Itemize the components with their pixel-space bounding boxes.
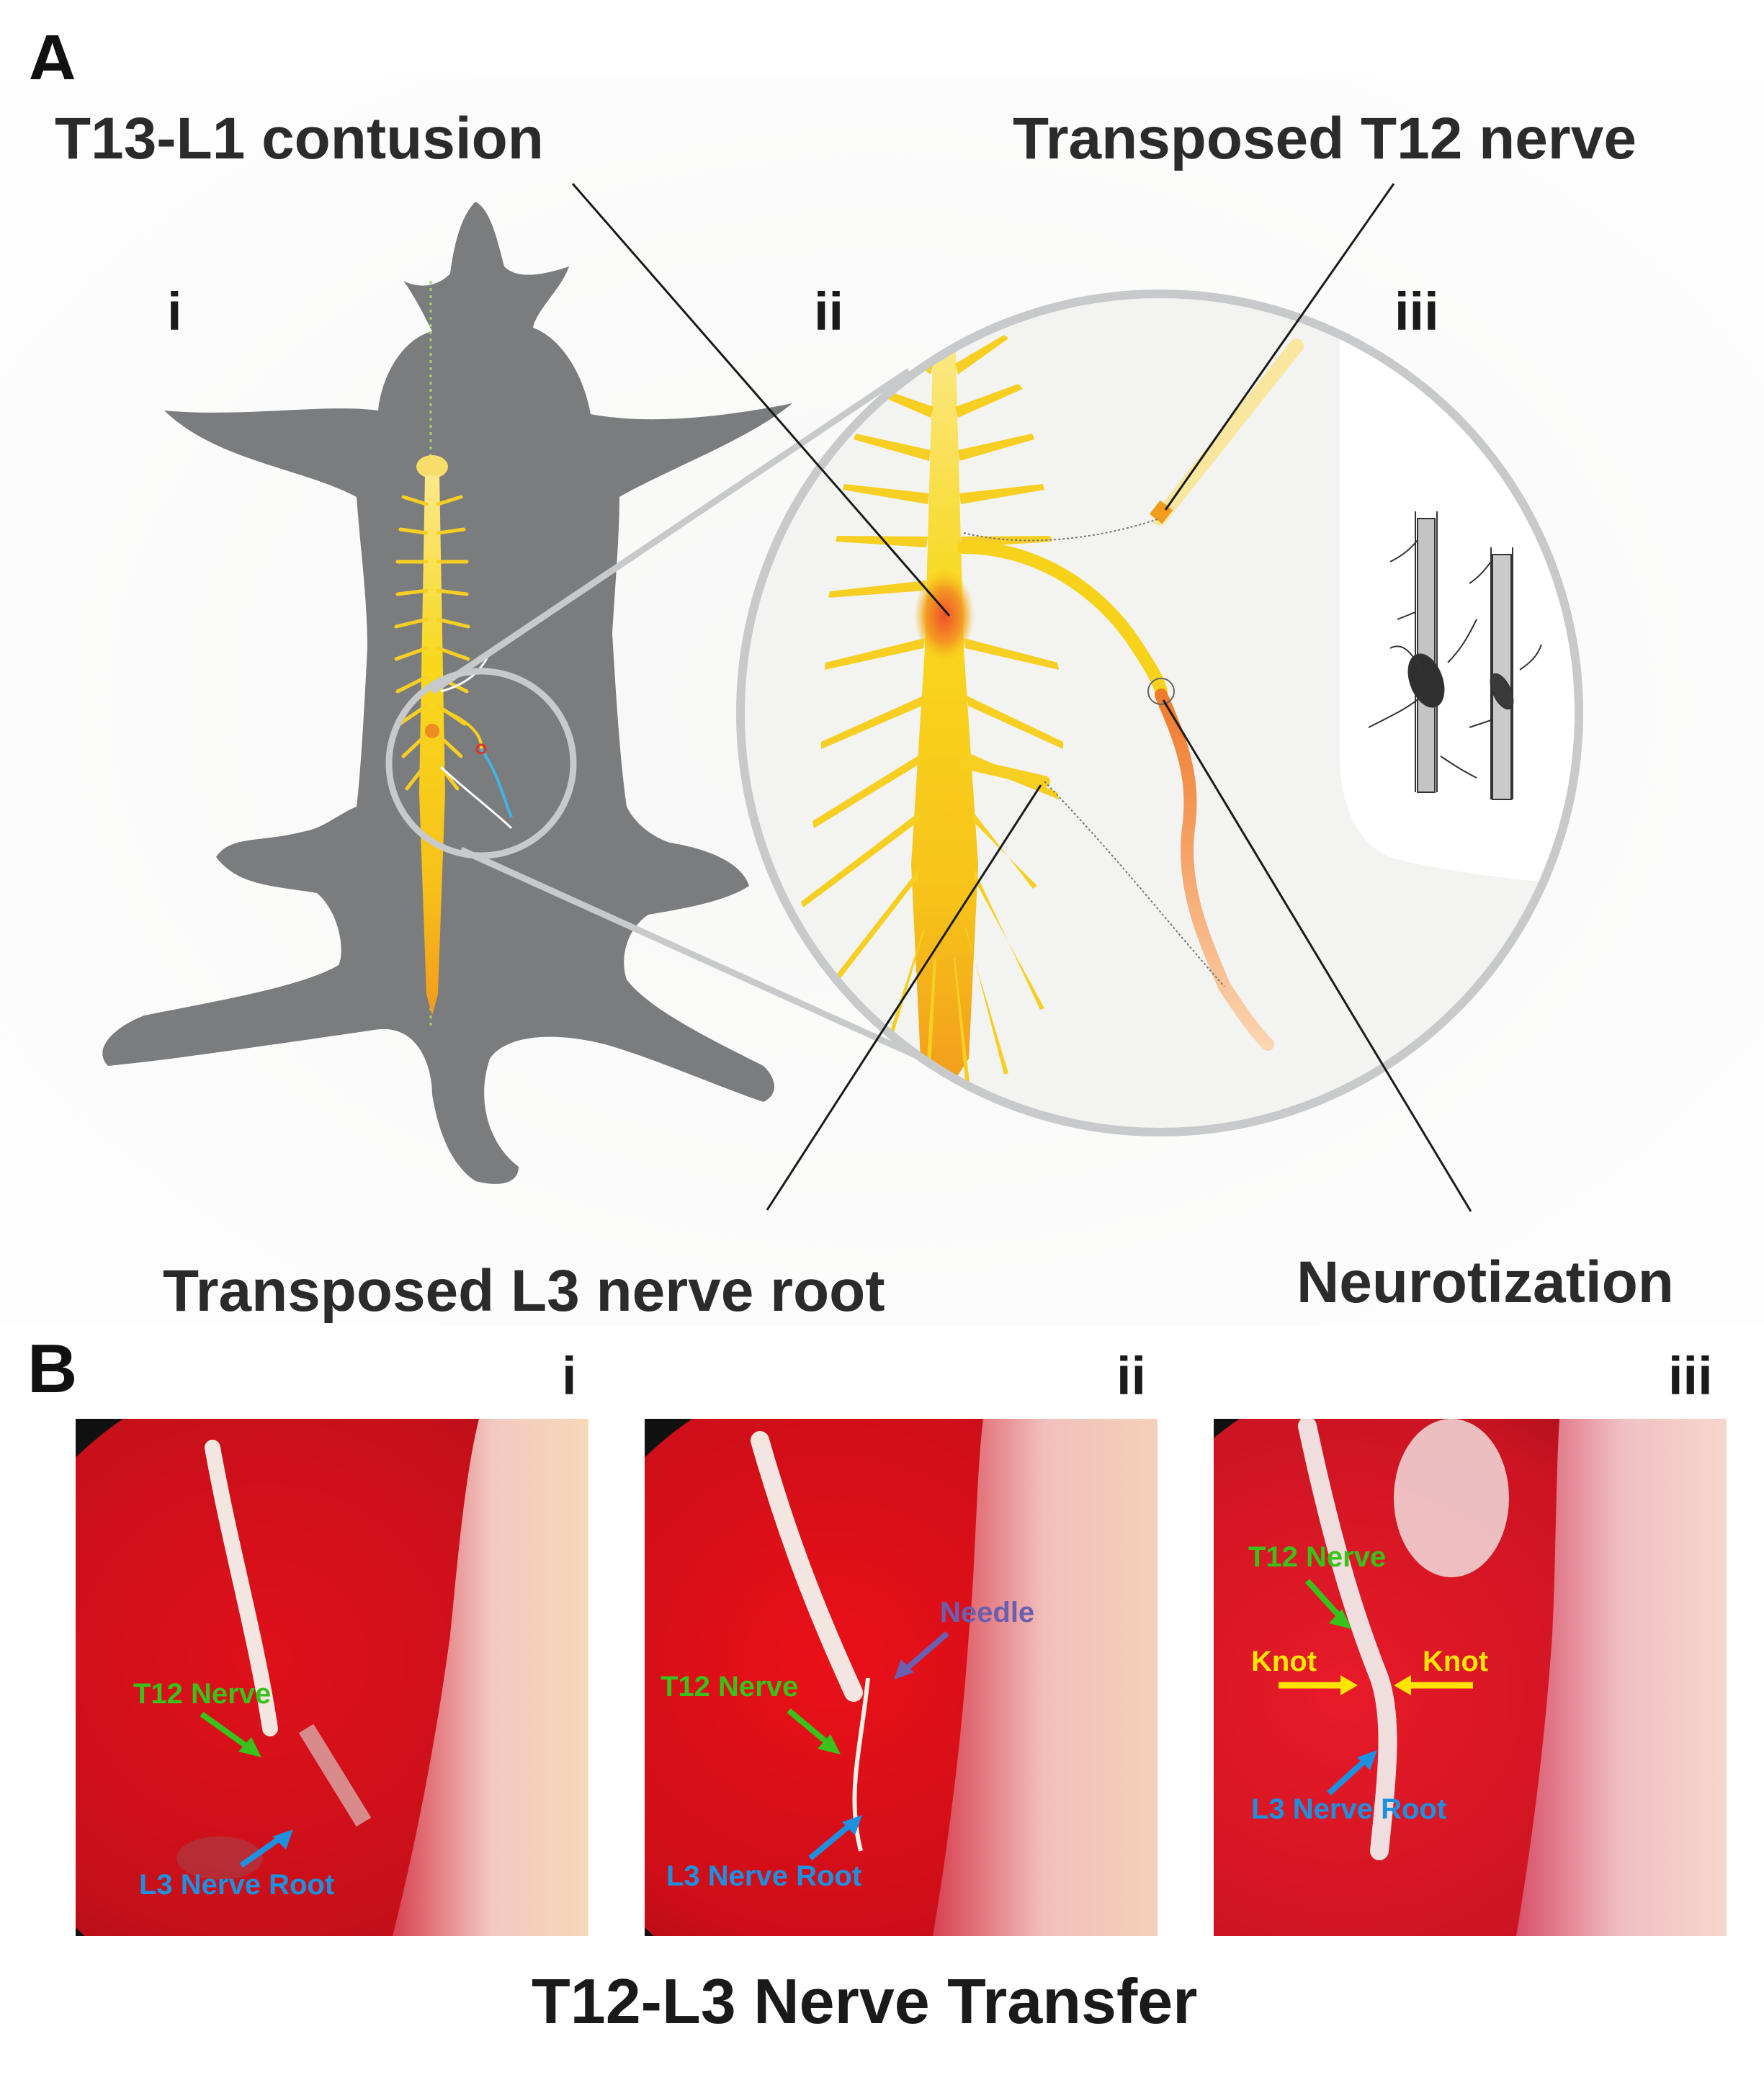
leader-l3 [766, 784, 1042, 1211]
photo-ii-t12-label: T12 Nerve [661, 1671, 798, 1703]
label-transposed-t12: Transposed T12 nerve [1013, 106, 1637, 171]
photo-ii-l3-label: L3 Nerve Root [666, 1860, 861, 1892]
surgical-photo-iii: T12 Nerve Knot Knot L3 Nerve Root [1214, 1419, 1727, 1936]
label-transposed-l3: Transposed L3 nerve root [163, 1258, 885, 1324]
photo-iii-knot-right-label: Knot [1423, 1646, 1488, 1677]
panel-b-sub-ii: ii [1116, 1346, 1147, 1406]
label-contusion: T13-L1 contusion [55, 106, 544, 171]
panel-a-sub-ii: ii [814, 282, 844, 341]
photo-iii-knot-left-label: Knot [1251, 1646, 1317, 1677]
surgical-photo-ii: Needle T12 Nerve L3 Nerve Root [645, 1419, 1158, 1936]
panel-a-sub-iii: iii [1394, 282, 1439, 341]
rat-silhouette [102, 202, 792, 1184]
leader-neurotization [1162, 699, 1472, 1212]
zoom-connector-top [430, 368, 911, 694]
photo-i-l3-label: L3 Nerve Root [139, 1869, 334, 1901]
leader-contusion [571, 183, 951, 616]
panel-b-sub-iii: iii [1668, 1346, 1713, 1406]
panel-b-sub-i: i [562, 1346, 577, 1406]
panel-a-illustration [0, 79, 1764, 1325]
zoom-connector-bottom [460, 846, 988, 1091]
neurotization-sketch [1368, 511, 1542, 800]
label-neurotization: Neurotization [1297, 1250, 1674, 1315]
surgical-photo-i: T12 Nerve L3 Nerve Root [76, 1419, 588, 1936]
photo-iii-t12-label: T12 Nerve [1248, 1541, 1386, 1573]
photo-ii-needle-label: Needle [940, 1597, 1034, 1628]
leader-t12 [1164, 183, 1395, 511]
photo-i-t12-label: T12 Nerve [133, 1678, 271, 1710]
panel-a-sub-i: i [167, 282, 182, 341]
photo-iii-l3-label: L3 Nerve Root [1251, 1793, 1446, 1825]
panel-b-title: T12-L3 Nerve Transfer [532, 1965, 1198, 2037]
big-magnifier-rim [736, 290, 1583, 1136]
panel-b-letter: B [27, 1330, 78, 1407]
